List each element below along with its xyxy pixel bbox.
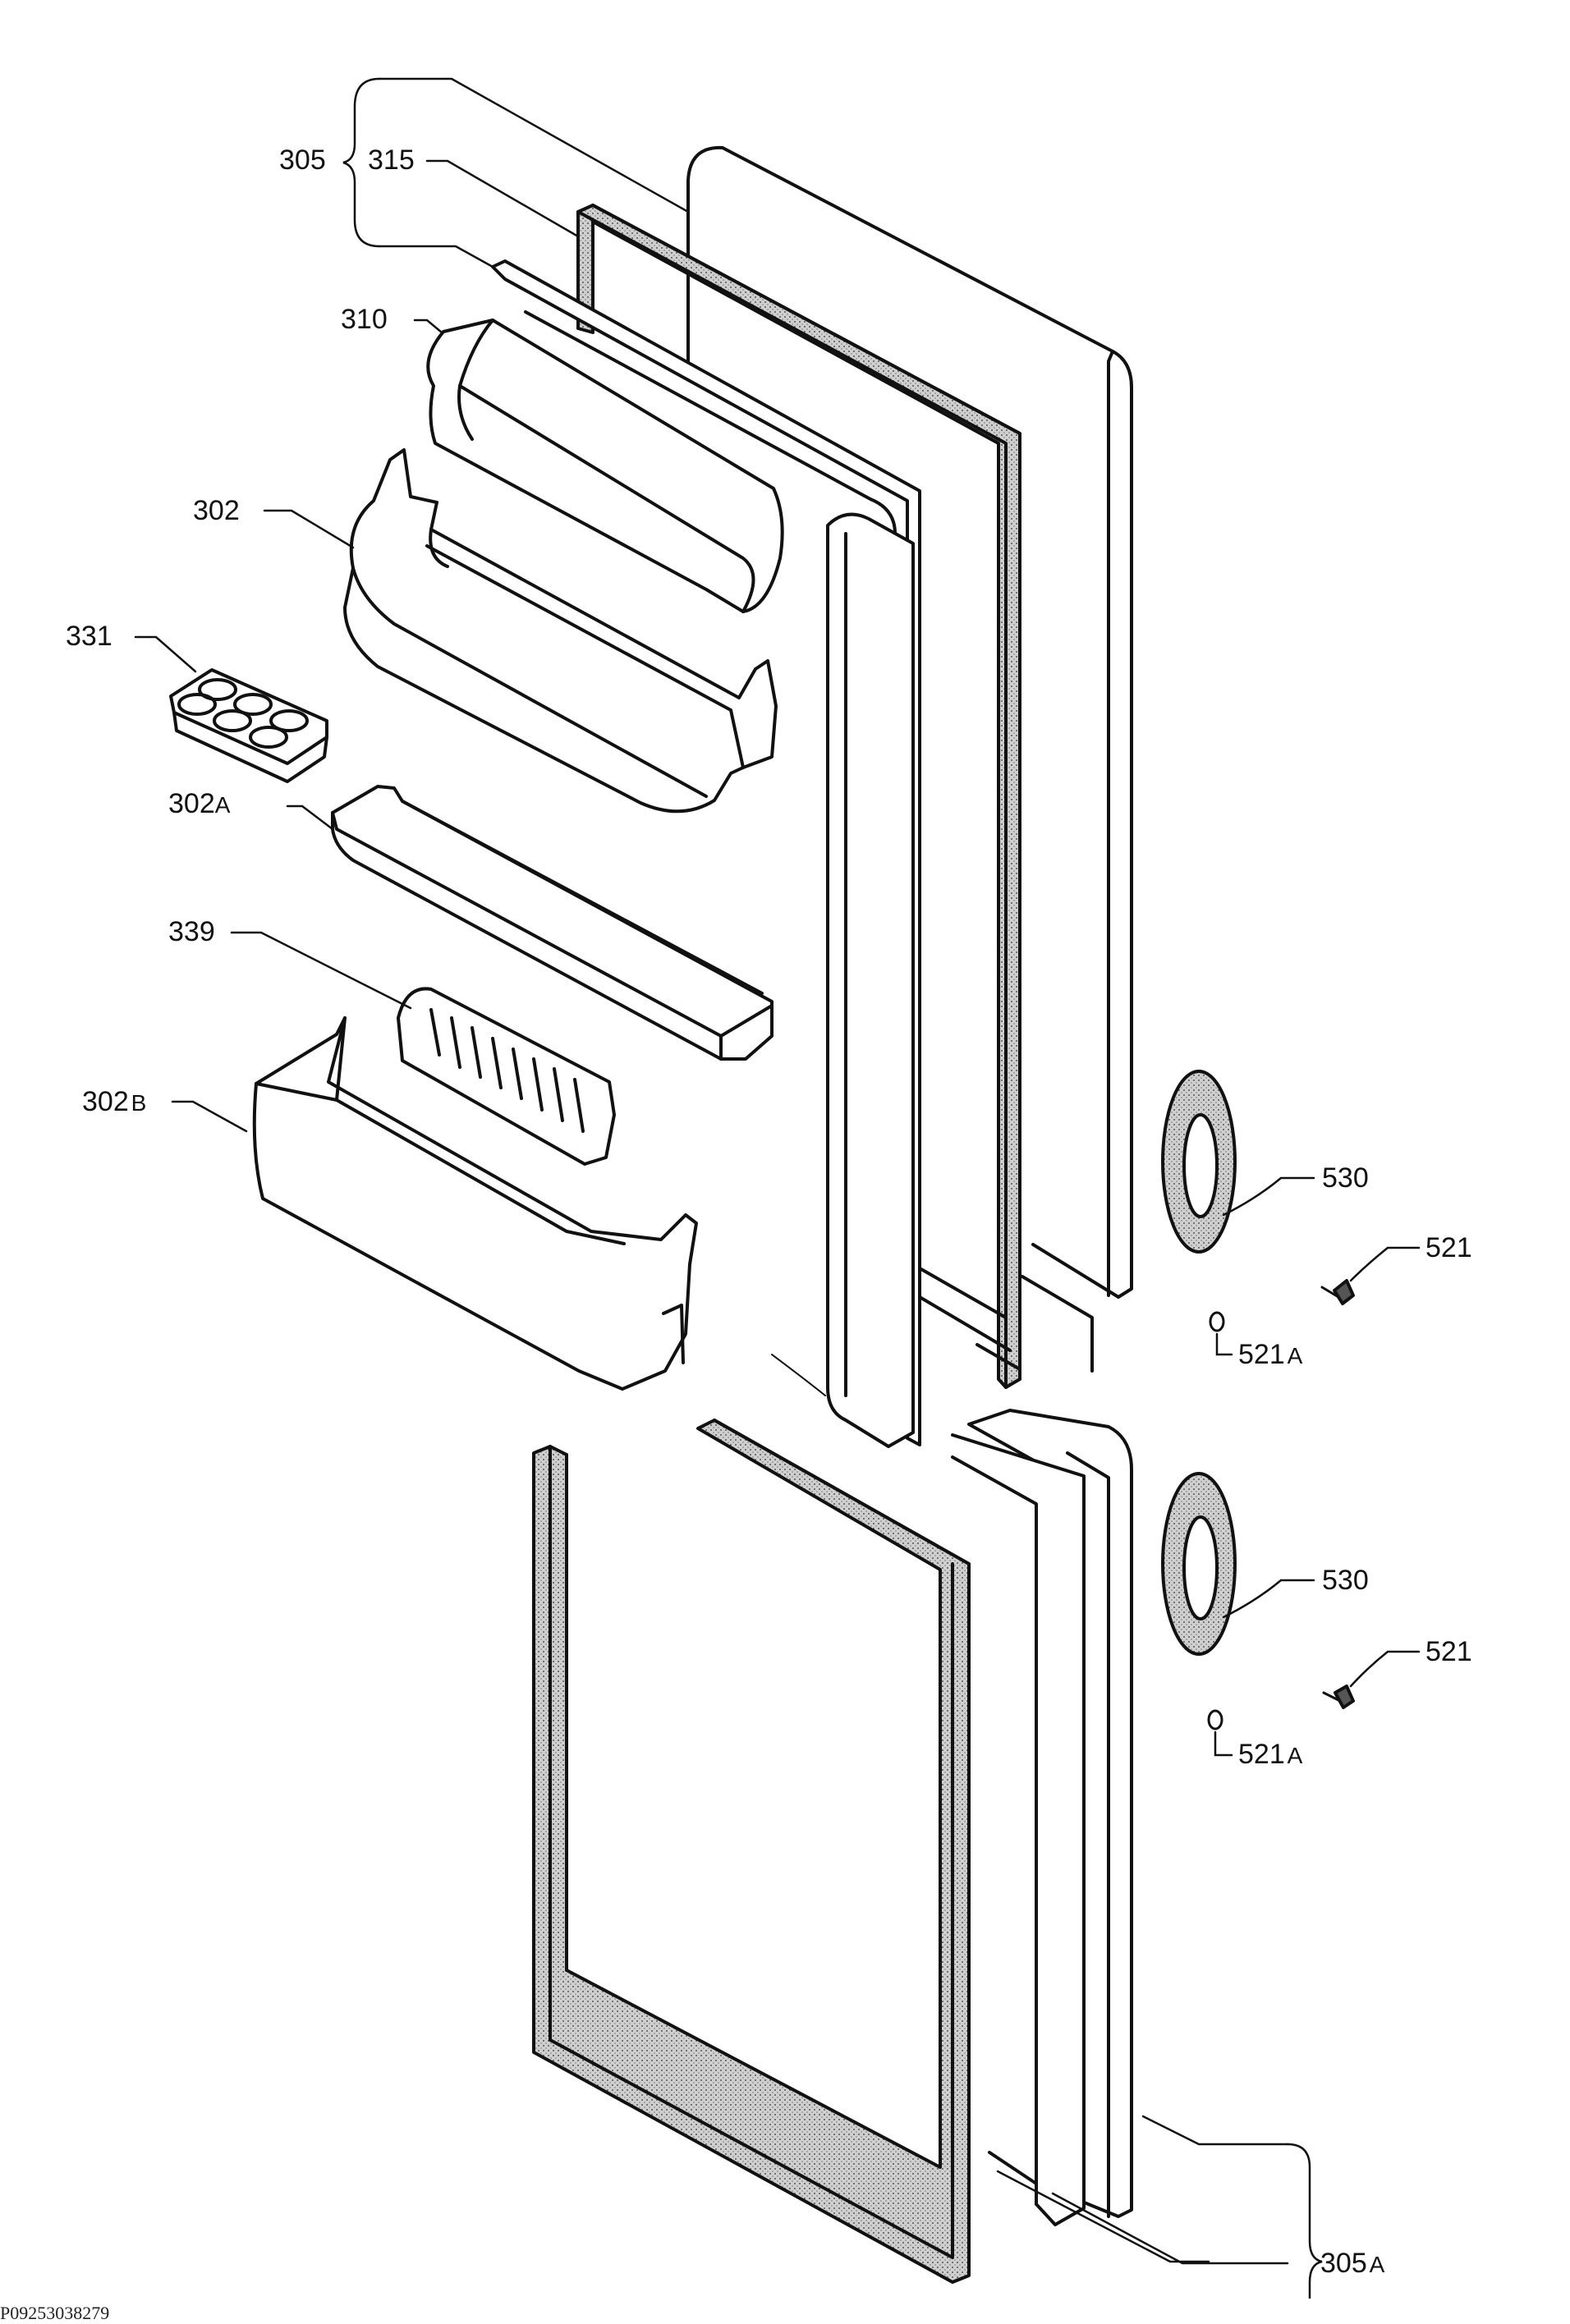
leader-305-top [378, 77, 690, 213]
leader-310 [413, 319, 443, 334]
upper-door-inner-frame [771, 512, 1094, 1448]
label-530-bottom: 530 [1322, 1565, 1369, 1596]
label-530-top: 530 [1322, 1162, 1369, 1194]
leader-530-top [1222, 1176, 1315, 1217]
egg-tray [169, 668, 328, 783]
label-302B-number: 302 [82, 1086, 129, 1117]
lower-inner-liner [951, 1433, 1086, 2226]
label-521A-bottom-suffix: A [1287, 1743, 1303, 1768]
label-310: 310 [341, 304, 388, 335]
leader-305-bottom [378, 245, 494, 268]
label-315: 315 [368, 144, 415, 176]
label-302B: 302 B [82, 1088, 146, 1116]
leader-530-bottom [1222, 1579, 1315, 1619]
leader-521-top [1349, 1246, 1421, 1282]
leader-339 [230, 931, 412, 1010]
label-521A-top-suffix: A [1287, 1343, 1303, 1368]
label-331: 331 [66, 621, 112, 652]
leader-305A-top [1141, 2115, 1289, 2146]
door-shelf-302A [331, 785, 774, 1061]
bottle-shelf-302B [252, 1016, 698, 1391]
label-302A: 302A [168, 790, 230, 818]
label-305A-number: 305 [1320, 2248, 1367, 2279]
leader-315A [996, 2170, 1210, 2263]
hinge-530-top [1161, 1070, 1237, 1254]
screw-521-bottom [1322, 1685, 1355, 1709]
leader-302B [171, 1100, 248, 1133]
label-305: 305 [279, 144, 326, 176]
label-302A-suffix: A [214, 792, 231, 818]
label-521A-top-number: 521 [1238, 1339, 1285, 1370]
label-521A-bottom: 521 A [1238, 1740, 1302, 1768]
leader-315 [425, 159, 580, 238]
leader-521A-bottom [1214, 1730, 1233, 1757]
leader-302A [286, 804, 334, 831]
leader-305A-mid [1051, 2192, 1289, 2265]
leader-305A-brace [1286, 2143, 1323, 2324]
label-302A-number: 302 [168, 788, 215, 819]
label-521A-top: 521 A [1238, 1341, 1302, 1368]
door-shelf-302 [343, 448, 778, 814]
washer-521A-top [1209, 1311, 1225, 1332]
dairy-compartment-lid [426, 319, 784, 613]
label-305A-suffix: A [1369, 2252, 1385, 2277]
label-521-top: 521 [1425, 1232, 1472, 1263]
leader-521A-top [1215, 1332, 1233, 1356]
leader-521-bottom [1349, 1650, 1421, 1688]
label-302B-suffix: B [131, 1090, 147, 1116]
hinge-530-bottom [1161, 1472, 1237, 1656]
label-339: 339 [168, 916, 215, 947]
lower-gasket [532, 1419, 971, 2284]
leader-305-brace [342, 77, 381, 248]
reference-code: P09253038279 [0, 2303, 110, 2323]
screw-521-top [1320, 1279, 1355, 1305]
bottle-retainer [397, 987, 616, 1166]
upper-gasket [576, 204, 1021, 1389]
label-305A: 305 A [1320, 2249, 1384, 2277]
label-521A-bottom-number: 521 [1238, 1739, 1285, 1770]
leader-331 [134, 635, 197, 673]
label-521-bottom: 521 [1425, 1636, 1472, 1667]
leader-302 [263, 509, 355, 549]
washer-521A-bottom [1207, 1709, 1223, 1730]
label-302: 302 [193, 495, 240, 526]
